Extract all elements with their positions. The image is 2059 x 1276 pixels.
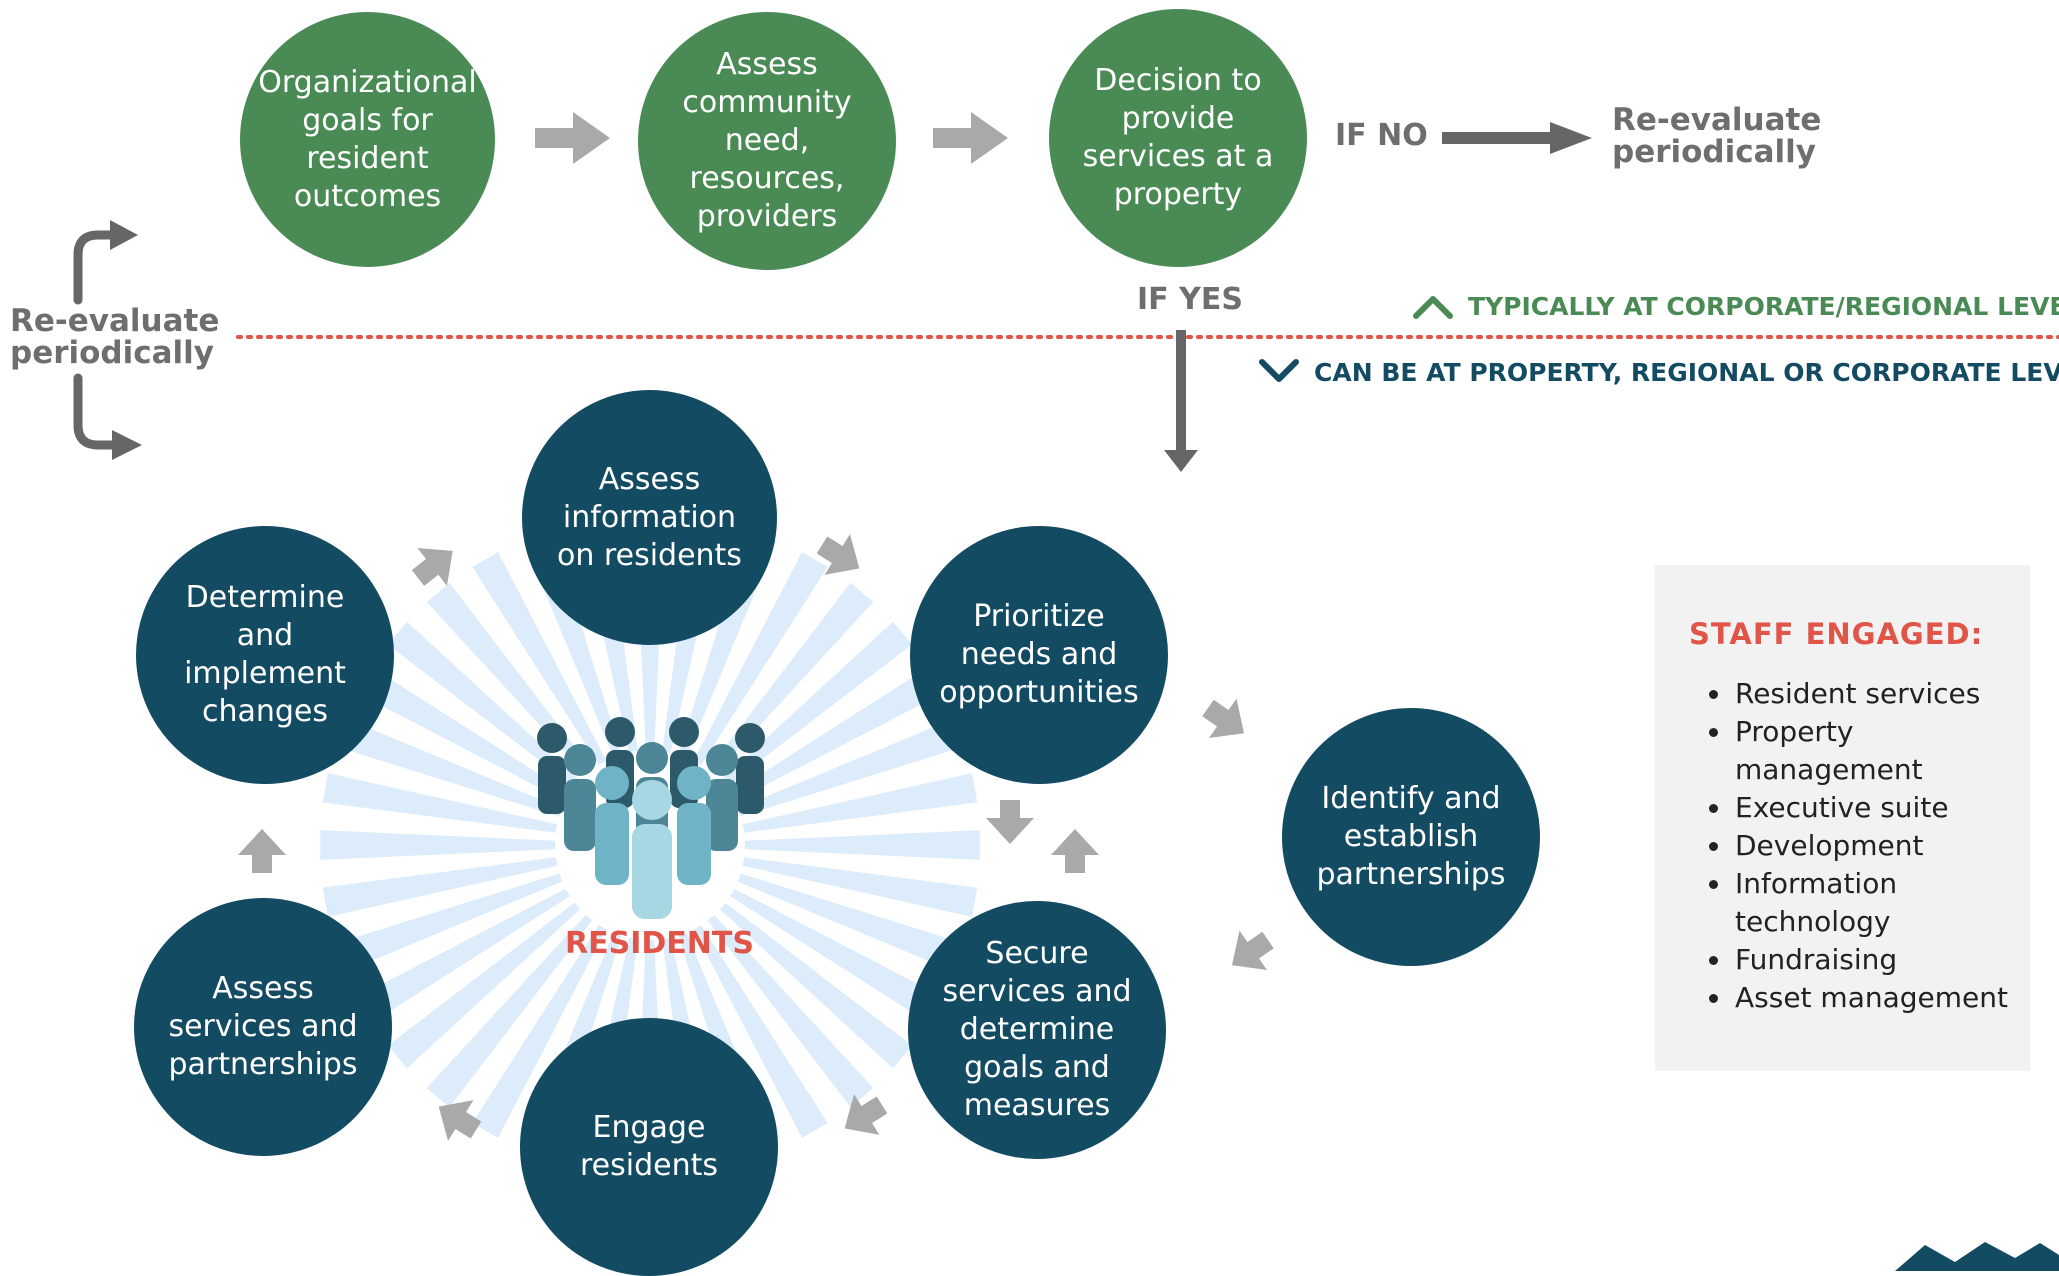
step-organizational-goals: Organizational goals for resident outcom… <box>240 12 495 267</box>
if-no-label: IF NO <box>1335 118 1428 153</box>
cycle-arrow-secure-to-engage <box>844 1094 888 1135</box>
reevaluate-up-curve <box>73 230 117 305</box>
cycle-arrow-assessinfo-to-prioritize <box>816 534 860 575</box>
cycle-arrow-determine-to-assessinfo <box>411 548 453 586</box>
reevaluate-left-label: Re-evaluate periodically <box>10 303 220 371</box>
sunburst-ray <box>335 873 563 972</box>
sunburst-ray <box>737 873 965 972</box>
chevron-down-icon <box>1259 359 1299 382</box>
staff-item: Development <box>1733 827 2033 865</box>
staff-item: Resident services <box>1733 675 2033 713</box>
staff-item: Information technology <box>1733 865 2033 941</box>
sunburst-ray <box>335 718 563 817</box>
sunburst-ray <box>357 667 570 802</box>
reevaluate-up-arrowhead <box>110 220 138 250</box>
sunburst-ray <box>730 667 943 802</box>
reevaluate-down-curve <box>73 373 119 450</box>
sunburst-ray <box>387 902 581 1069</box>
legend-corporate-level: TYPICALLY AT CORPORATE/REGIONAL LEVEL <box>1468 292 2059 321</box>
legend-property-level: CAN BE AT PROPERTY, REGIONAL OR CORPORAT… <box>1314 358 2059 387</box>
chevron-up-icon <box>1413 296 1453 319</box>
cycle-secure-services: Secure services and determine goals and … <box>908 901 1166 1159</box>
staff-item: Executive suite <box>1733 789 2033 827</box>
sunburst-ray <box>730 888 943 1023</box>
cycle-prioritize-needs: Prioritize needs and opportunities <box>910 526 1168 784</box>
step-assess-community-need: Assess community need, resources, provid… <box>638 12 896 270</box>
cycle-assess-services: Assess services and partnerships <box>134 898 392 1156</box>
cycle-determine-changes: Determine and implement changes <box>136 526 394 784</box>
cycle-arrow-prioritize-to-secure <box>986 800 1034 844</box>
sunburst-ray <box>320 830 556 860</box>
cycle-arrow-partnerships-to-secure <box>1231 930 1274 970</box>
reevaluate-down-arrowhead <box>112 430 142 460</box>
logo-house-icon <box>1895 1242 2059 1271</box>
cycle-arrow-secure-to-prioritize <box>1051 829 1099 873</box>
sunburst-ray <box>357 888 570 1023</box>
sunburst-ray <box>742 857 978 917</box>
staff-item: Property management <box>1733 713 2033 789</box>
staff-engaged-title: STAFF ENGAGED: <box>1689 617 1984 651</box>
staff-item: Fundraising <box>1733 941 2033 979</box>
sunburst-ray <box>693 925 828 1138</box>
if-no-arrow <box>1442 122 1592 154</box>
flow-arrow-1-to-2 <box>535 112 610 164</box>
cycle-arrow-engage-to-assessservices <box>438 1100 482 1141</box>
cycle-assess-information: Assess information on residents <box>522 390 777 645</box>
cycle-engage-residents: Engage residents <box>520 1018 778 1276</box>
cycle-identify-partnerships: Identify and establish partnerships <box>1282 708 1540 966</box>
cycle-arrow-assessservices-to-determine <box>238 829 286 873</box>
staff-engaged-panel: STAFF ENGAGED: Resident services Propert… <box>1655 565 2030 1071</box>
if-yes-label: IF YES <box>1137 282 1243 317</box>
flow-arrow-2-to-3 <box>933 112 1008 164</box>
sunburst-ray <box>426 914 593 1108</box>
sunburst-ray <box>744 830 980 860</box>
if-yes-arrow <box>1164 330 1198 472</box>
sunburst-ray <box>387 621 581 788</box>
step-decision-to-provide: Decision to provide services at a proper… <box>1049 9 1307 267</box>
residents-people-icon <box>537 717 765 919</box>
sunburst-ray <box>472 925 607 1138</box>
sunburst-ray <box>472 552 607 765</box>
sunburst-ray <box>707 914 874 1108</box>
staff-item: Asset management <box>1733 979 2033 1017</box>
staff-engaged-list: Resident services Property management Ex… <box>1695 675 2033 1017</box>
sunburst-ray <box>742 773 978 833</box>
sunburst-ray <box>719 621 913 788</box>
sunburst-ray <box>737 718 965 817</box>
cycle-arrow-prioritize-to-partnerships <box>1202 698 1245 738</box>
residents-label: RESIDENTS <box>565 926 754 961</box>
reevaluate-right-label: Re-evaluate periodically <box>1612 102 1822 170</box>
sunburst-ray <box>322 773 558 833</box>
sunburst-ray <box>322 857 558 917</box>
sunburst-ray <box>693 552 828 765</box>
sunburst-ray <box>719 902 913 1069</box>
